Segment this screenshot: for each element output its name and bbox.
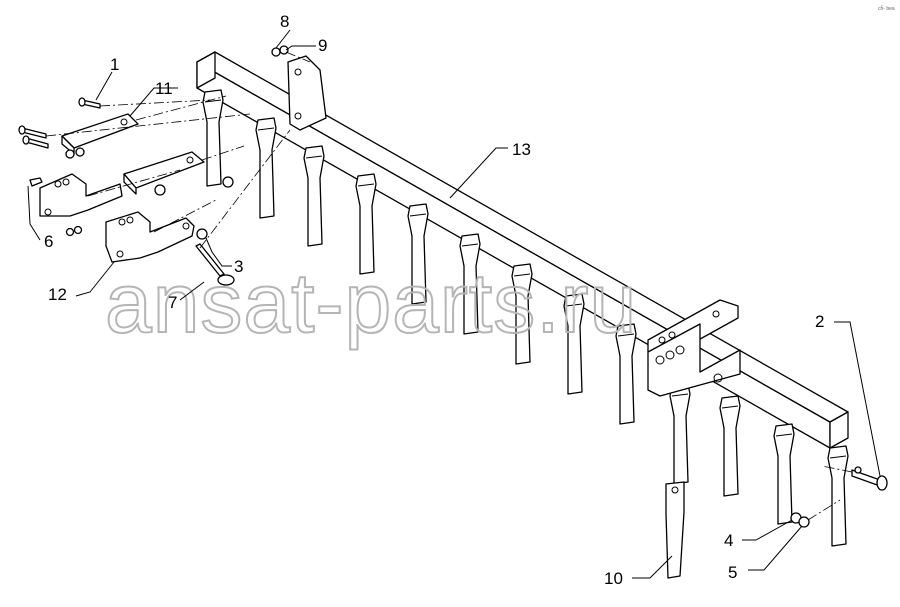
tine: [511, 263, 533, 365]
tine-clamp: [671, 393, 689, 397]
tine: [563, 293, 585, 395]
tine: [355, 173, 377, 275]
tine-clamp: [829, 455, 847, 459]
callout-2: 2: [815, 312, 824, 331]
callout-8: 8: [280, 12, 289, 31]
tine-clamp: [617, 333, 635, 337]
tine: [615, 323, 637, 425]
tine-clamp: [305, 155, 323, 159]
watermark: ansat-parts.ru: [105, 256, 637, 350]
callout-13: 13: [512, 140, 531, 159]
tine: [719, 395, 741, 497]
tine-clamp: [409, 213, 427, 217]
callout-9: 9: [318, 36, 327, 55]
tine-clamp: [461, 243, 479, 247]
tine: [255, 117, 277, 219]
tine-clamp: [204, 99, 222, 103]
callout-4: 4: [724, 531, 733, 550]
callout-10: 10: [604, 569, 623, 588]
tine-row: [202, 89, 849, 547]
callout-11: 11: [155, 79, 173, 98]
callout-1: 1: [110, 55, 119, 74]
leader-lines: [27, 29, 881, 579]
tine-clamp: [775, 433, 793, 437]
bracket-upper: [39, 173, 123, 217]
tine: [202, 89, 224, 187]
tine: [669, 383, 691, 485]
tine-clamp: [721, 405, 739, 409]
bolts-and-nuts: [18, 45, 888, 528]
plate-part-11: [61, 113, 139, 155]
callout-6: 6: [44, 232, 53, 251]
loose-tine-part-10: [665, 481, 685, 579]
upright-plate: [287, 55, 327, 131]
corner-code: сĥ‑ bea: [878, 5, 895, 12]
tine-clamp: [513, 273, 531, 277]
callout-12: 12: [48, 285, 67, 304]
bracket-part-12: [105, 211, 195, 263]
tine: [827, 445, 849, 547]
tine-clamp: [257, 127, 275, 131]
tine-clamp: [357, 183, 375, 187]
callout-labels: 1 2 3 4 5 6 7 8 9 10 11 12 13: [44, 12, 824, 588]
tine: [773, 423, 795, 525]
tine: [303, 145, 325, 247]
callout-7: 7: [168, 293, 177, 312]
callout-5: 5: [728, 563, 737, 582]
tine: [459, 233, 481, 335]
callout-3: 3: [234, 257, 243, 276]
center-bracket: [647, 299, 741, 397]
tine-clamp: [565, 303, 583, 307]
assembly-lines: [45, 51, 853, 521]
tine: [407, 203, 429, 305]
